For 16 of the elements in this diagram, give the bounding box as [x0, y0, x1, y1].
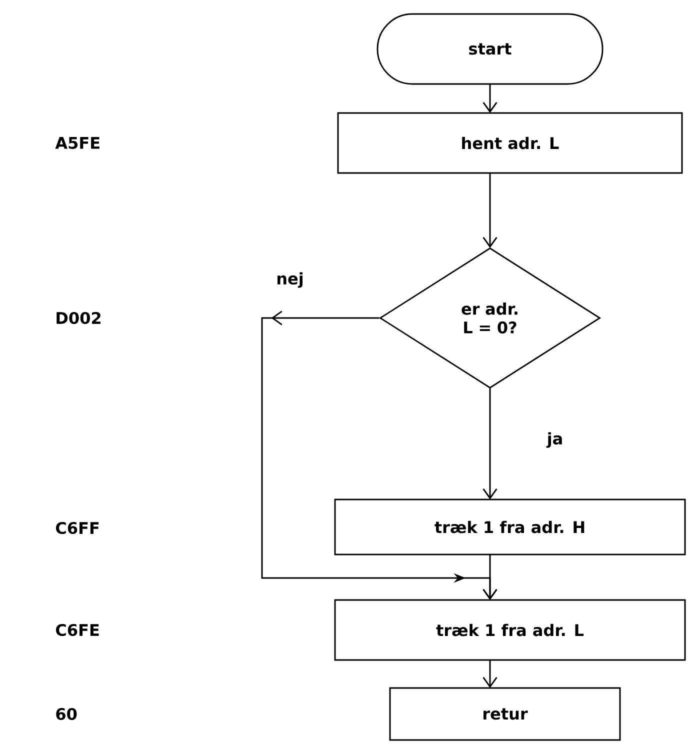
arrow [482, 173, 498, 248]
address-label: C6FE [56, 624, 99, 636]
process-box: træk 1 fra adr. L [334, 599, 686, 661]
address-label: 60 [56, 708, 77, 720]
process-box: hent adr. L [337, 112, 683, 174]
edge-label: nej [274, 270, 306, 290]
arrow [482, 388, 498, 500]
process-box: træk 1 fra adr. H [334, 498, 686, 556]
process-box: retur [389, 687, 621, 741]
arrow [482, 84, 498, 113]
edge-label: ja [546, 430, 564, 450]
arrow [482, 554, 498, 600]
address-label: A5FE [55, 137, 100, 149]
address-label: D002 [56, 312, 100, 324]
address-label: C6FF [56, 522, 99, 534]
arrow [482, 660, 498, 688]
